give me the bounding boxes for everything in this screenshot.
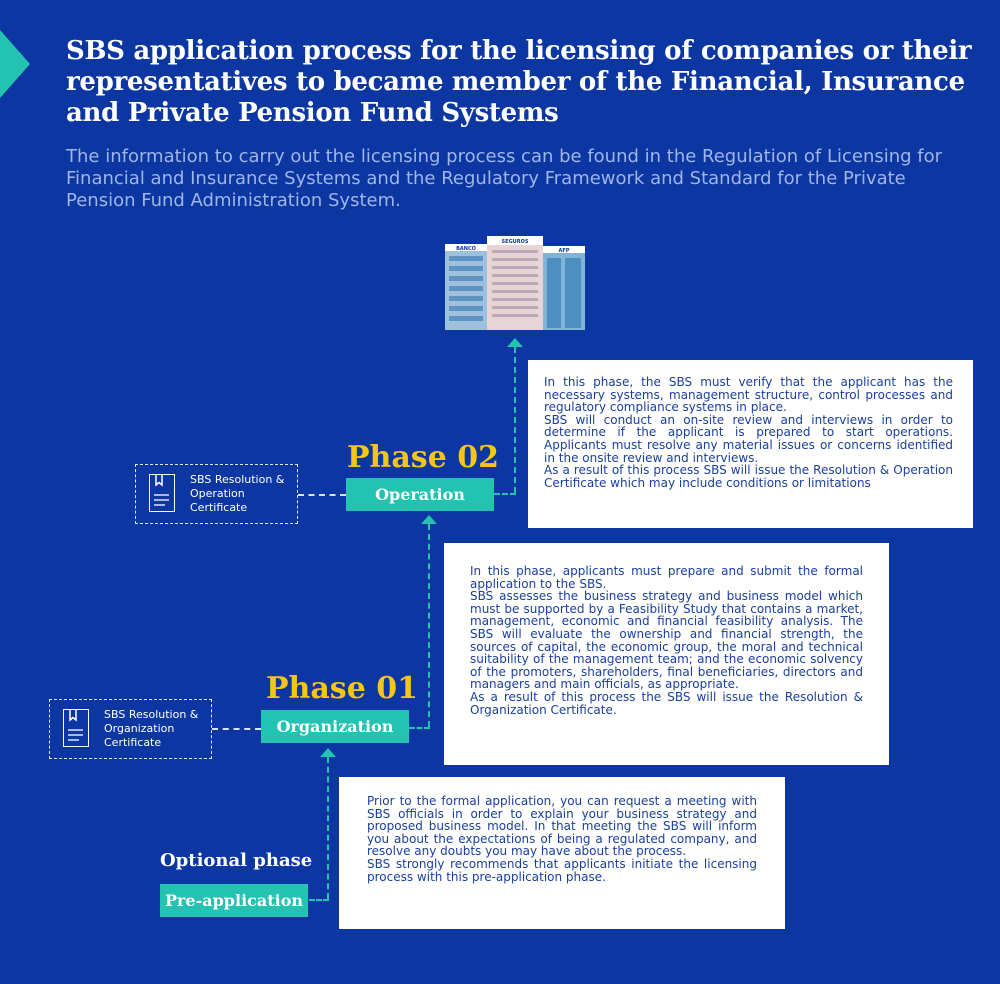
banco-label: BANCO: [456, 246, 476, 252]
arrowhead-icon: [507, 338, 523, 347]
connector-line: [428, 524, 430, 727]
phase01-certificate-box: SBS Resolution & Organization Certificat…: [49, 699, 212, 759]
phase02-operation-button[interactable]: Operation: [346, 478, 494, 511]
phase01-description-card: In this phase, applicants must prepare a…: [444, 543, 889, 765]
afp-label: AFP: [559, 248, 570, 254]
header-arrow-icon: [0, 30, 30, 98]
arrowhead-icon: [421, 515, 437, 524]
connector-line: [298, 494, 346, 496]
phase02-certificate-label: SBS Resolution & Operation Certificate: [190, 473, 285, 514]
buildings-illustration: BANCO SEGUROS AFP: [445, 236, 585, 330]
phase02-paragraph: As a result of this process SBS will iss…: [544, 463, 953, 490]
page-title: SBS application process for the licensin…: [66, 36, 972, 128]
connector-line: [494, 493, 516, 495]
preapplication-paragraph: Prior to the formal application, you can…: [367, 794, 757, 859]
connector-line: [514, 347, 516, 493]
preapplication-paragraph: SBS strongly recommends that applicants …: [367, 856, 757, 884]
phase01-certificate-label: SBS Resolution & Organization Certificat…: [104, 708, 199, 749]
phase02-description-card: In this phase, the SBS must verify that …: [528, 360, 973, 528]
seguros-label: SEGUROS: [502, 239, 529, 245]
preapplication-description-card: Prior to the formal application, you can…: [339, 777, 785, 929]
phase02-paragraph: In this phase, the SBS must verify that …: [544, 375, 953, 415]
phase01-paragraph: In this phase, applicants must prepare a…: [470, 564, 863, 591]
document-icon: [149, 474, 175, 512]
preapplication-button[interactable]: Pre-application: [160, 884, 308, 917]
phase01-title: Phase 01: [266, 671, 418, 706]
connector-line: [212, 728, 261, 730]
connector-line: [327, 757, 329, 899]
page-subtitle: The information to carry out the licensi…: [66, 146, 943, 211]
phase02-paragraph: SBS will conduct an on-site review and i…: [544, 412, 953, 465]
arrowhead-icon: [320, 748, 336, 757]
optional-phase-title: Optional phase: [160, 850, 313, 871]
phase02-certificate-box: SBS Resolution & Operation Certificate: [135, 464, 298, 524]
connector-line: [409, 727, 430, 729]
phase02-title: Phase 02: [347, 440, 499, 475]
phase01-paragraph: As a result of this process the SBS will…: [470, 689, 863, 717]
connector-line: [309, 899, 329, 901]
document-icon: [63, 709, 89, 747]
phase01-paragraph: SBS assesses the business strategy and b…: [470, 589, 863, 692]
phase01-organization-button[interactable]: Organization: [261, 710, 409, 743]
